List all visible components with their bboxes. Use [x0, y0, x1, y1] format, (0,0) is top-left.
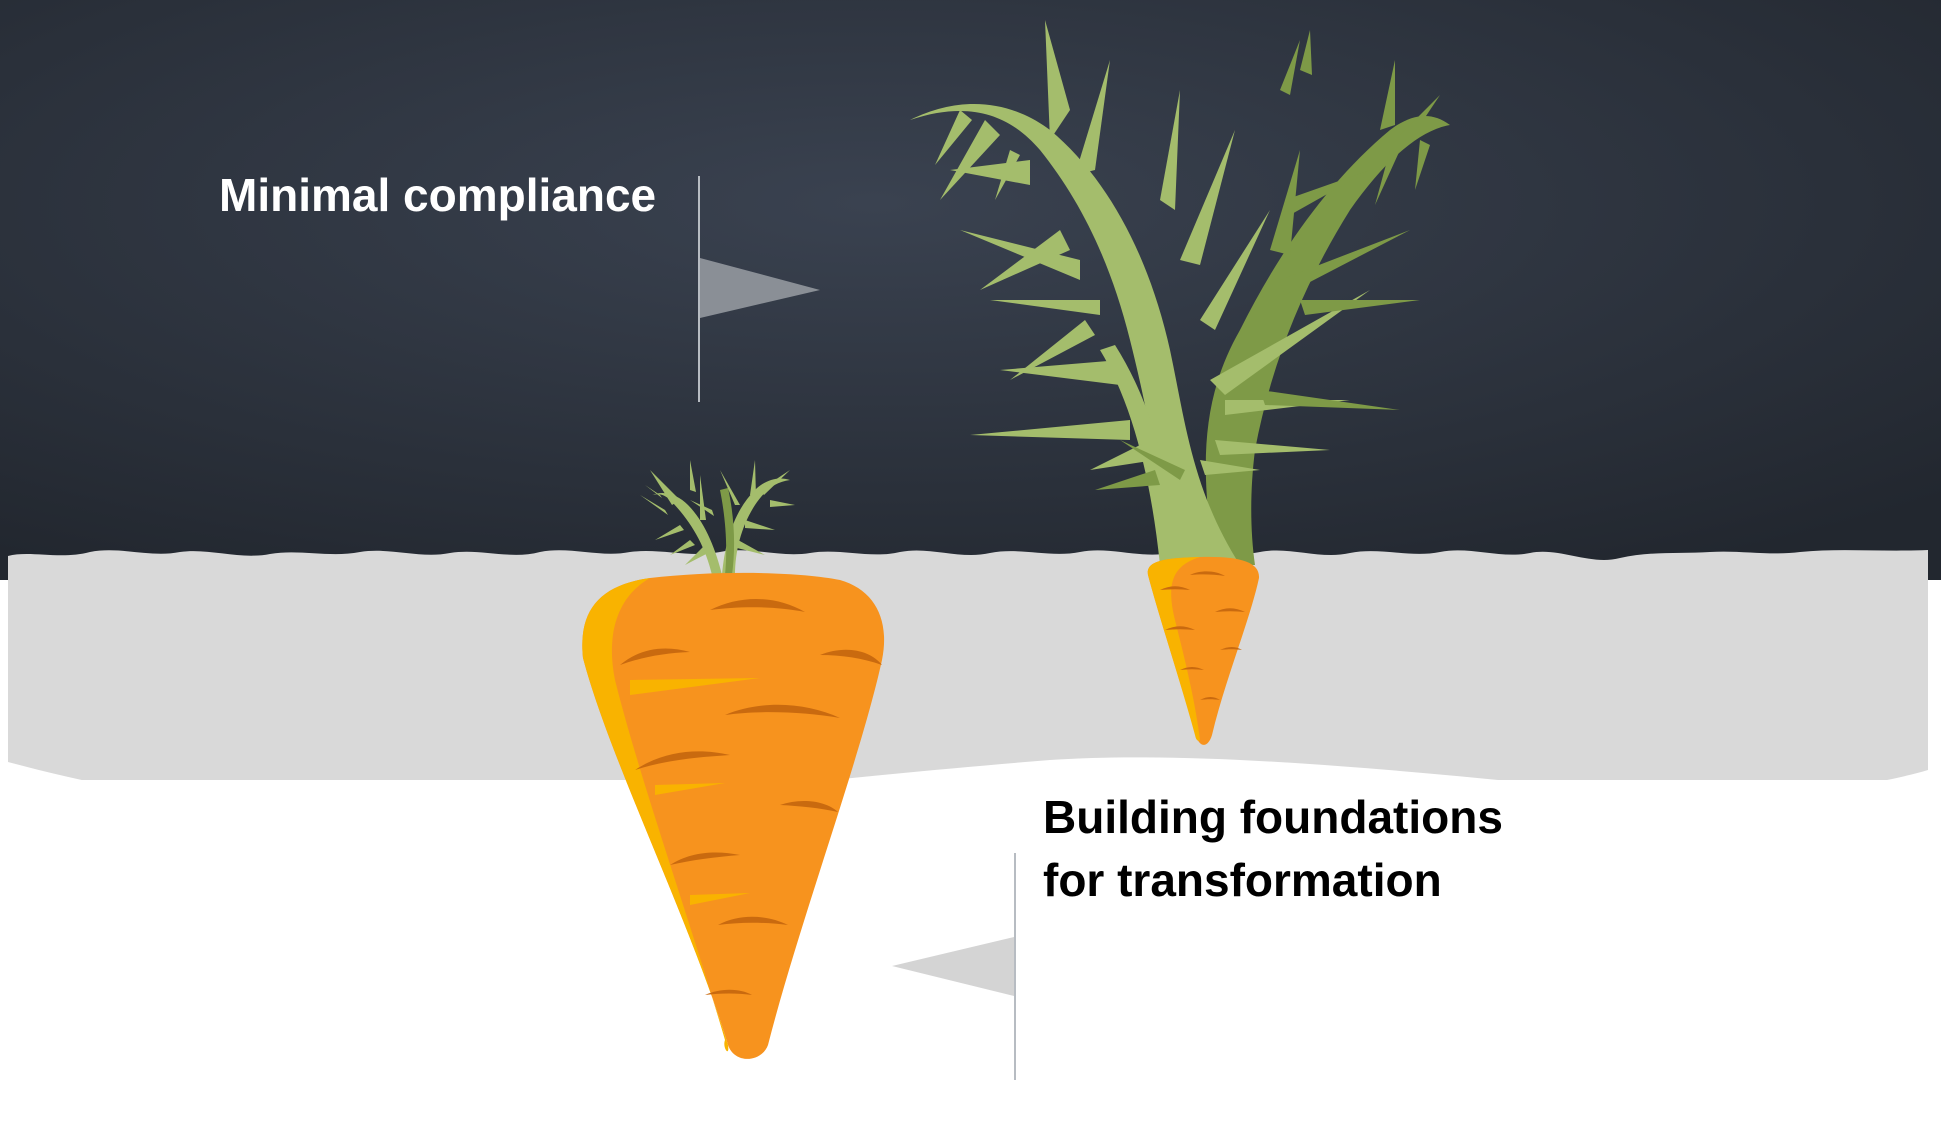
building-foundations-line2: for transformation [1043, 854, 1442, 906]
small-carrot-icon [582, 572, 885, 1059]
flag-icon [698, 176, 820, 402]
building-foundations-line1: Building foundations [1043, 791, 1503, 843]
sky-background [0, 0, 1941, 580]
soil-upper-band [8, 550, 1928, 780]
large-carrot-leaves [910, 20, 1450, 566]
small-carrot-leaves [640, 460, 795, 575]
minimal-compliance-label: Minimal compliance [219, 169, 657, 221]
large-carrot-icon [1147, 556, 1260, 745]
flag-icon-bottom [892, 853, 1016, 1080]
building-foundations-label: Building foundations for transformation [1043, 786, 1503, 912]
